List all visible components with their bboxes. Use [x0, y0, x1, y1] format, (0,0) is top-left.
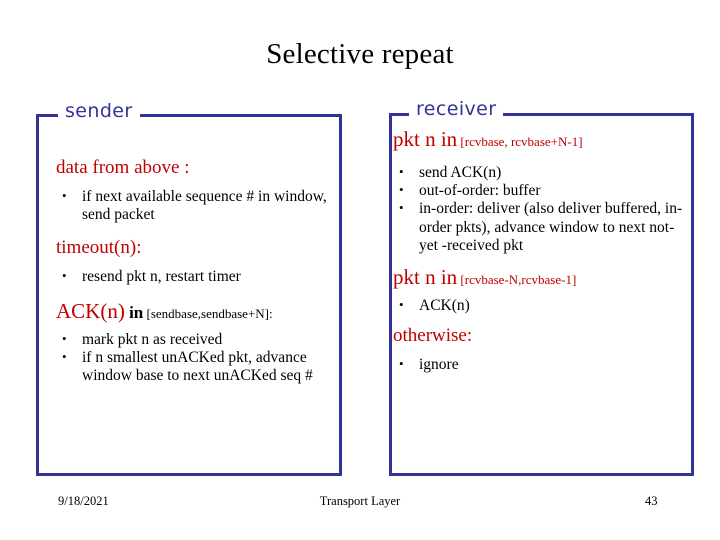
list-item: if n smallest unACKed pkt, advance windo…	[56, 349, 332, 386]
footer-page-number: 43	[645, 494, 658, 508]
list-item: in-order: deliver (also deliver buffered…	[393, 200, 689, 255]
receiver-heading-pkt-below-text: pkt n in	[393, 265, 458, 290]
sender-block-ack: ACK(n) in [sendbase,sendbase+N]: mark pk…	[56, 300, 332, 386]
receiver-block-pkt-in-window: pkt n in [rcvbase, rcvbase+N-1] send ACK…	[393, 128, 689, 255]
list-item: out-of-order: buffer	[393, 182, 689, 200]
sender-bullets-timeout: resend pkt n, restart timer	[56, 268, 332, 286]
sender-heading-ack: ACK(n) in [sendbase,sendbase+N]:	[56, 300, 332, 323]
receiver-heading-pkt-below-range: [rcvbase-N,rcvbase-1]	[457, 272, 577, 288]
sender-bullets-ack: mark pkt n as received if n smallest unA…	[56, 331, 332, 386]
sender-group-label: sender	[58, 101, 140, 121]
sender-block-data-from-above: data from above : if next available sequ…	[56, 157, 332, 225]
list-item: send ACK(n)	[393, 164, 689, 182]
receiver-group-box	[389, 113, 694, 476]
footer-title: Transport Layer	[319, 494, 401, 508]
slide-footer: 9/18/2021 Transport Layer 43	[0, 494, 720, 514]
receiver-bullets-otherwise: ignore	[393, 356, 689, 374]
list-item: resend pkt n, restart timer	[56, 268, 332, 286]
receiver-content: pkt n in [rcvbase, rcvbase+N-1] send ACK…	[393, 128, 689, 374]
list-item: ignore	[393, 356, 689, 374]
sender-heading-timeout: timeout(n):	[56, 237, 142, 259]
receiver-heading-pkt-text: pkt n in	[393, 127, 458, 151]
receiver-block-otherwise: otherwise: ignore	[393, 326, 689, 374]
sender-heading-data-from-above: data from above :	[56, 157, 190, 178]
receiver-heading-pkt-range: [rcvbase, rcvbase+N-1]	[457, 134, 583, 149]
sender-heading-ack-range: [sendbase,sendbase+N]:	[143, 305, 273, 321]
sender-content: data from above : if next available sequ…	[56, 157, 332, 386]
receiver-heading-pkt-in-window: pkt n in [rcvbase, rcvbase+N-1]	[393, 128, 689, 151]
receiver-heading-otherwise: otherwise:	[393, 325, 473, 347]
receiver-heading-pkt-below-window: pkt n in [rcvbase-N,rcvbase-1]	[393, 266, 689, 289]
sender-heading-ack-text: ACK(n)	[56, 298, 125, 323]
receiver-bullets-pkt-in-window: send ACK(n) out-of-order: buffer in-orde…	[393, 164, 689, 255]
list-item: ACK(n)	[393, 297, 689, 315]
receiver-bullets-pkt-below-window: ACK(n)	[393, 297, 689, 315]
receiver-block-pkt-below-window: pkt n in [rcvbase-N,rcvbase-1] ACK(n)	[393, 266, 689, 315]
list-item: if next available sequence # in window, …	[56, 188, 332, 225]
receiver-group-label: receiver	[409, 99, 504, 119]
sender-block-timeout: timeout(n): resend pkt n, restart timer	[56, 238, 332, 286]
sender-bullets-data-from-above: if next available sequence # in window, …	[56, 188, 332, 225]
page-title: Selective repeat	[266, 38, 454, 70]
sender-heading-ack-mid: in	[124, 302, 144, 322]
sender-group-box	[36, 114, 342, 476]
footer-date: 9/18/2021	[58, 494, 109, 508]
list-item: mark pkt n as received	[56, 331, 332, 349]
